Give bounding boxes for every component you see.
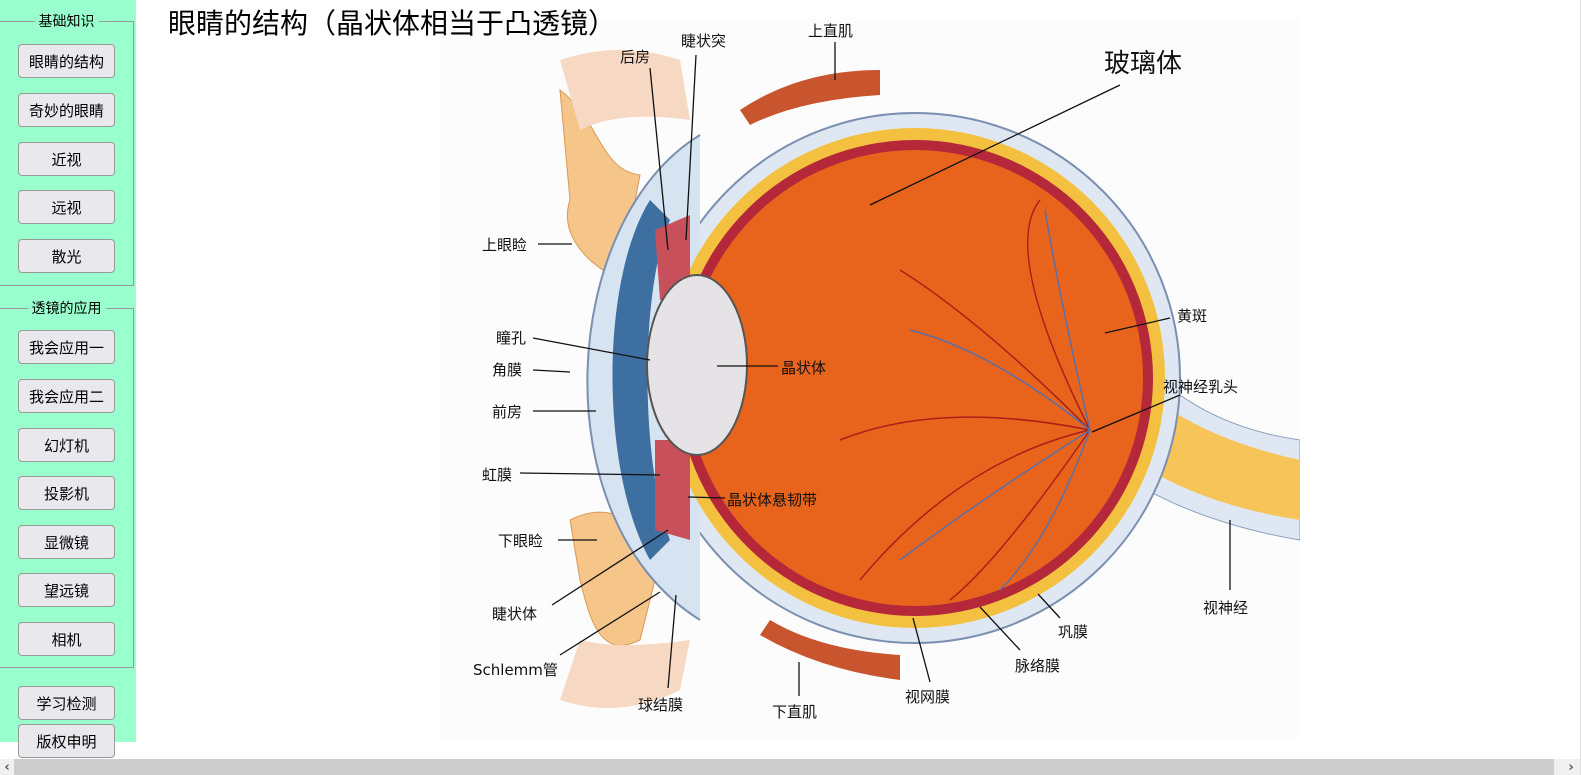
group-legend: 基础知识 [38,14,95,30]
label-zonule: 晶状体悬韧带 [727,491,818,509]
horizontal-scrollbar[interactable]: ‹ › [0,759,1580,775]
sidebar: 基础知识 眼睛的结构 奇妙的眼睛 近视 远视 散光 透镜的应用 我会应用一 我会… [0,0,136,742]
label-upper-eyelid: 上眼睑 [482,236,528,254]
nav-button-slide-projector[interactable]: 幻灯机 [18,428,115,462]
label-conjunctiva: 球结膜 [638,696,684,714]
label-anterior-chamber: 前房 [492,403,523,421]
nav-button-myopia[interactable]: 近视 [18,142,115,176]
label-optic-disc: 视神经乳头 [1163,378,1239,396]
label-lens: 晶状体 [781,359,827,377]
nav-button-eye-structure[interactable]: 眼睛的结构 [18,44,115,78]
scroll-left-arrow-icon[interactable]: ‹ [4,759,10,775]
label-pupil: 瞳孔 [496,329,527,347]
label-cornea: 角膜 [492,361,523,379]
scrollbar-thumb[interactable] [14,759,1554,775]
label-sclera: 巩膜 [1058,623,1089,641]
nav-button-camera[interactable]: 相机 [18,622,115,656]
nav-button-apply-1[interactable]: 我会应用一 [18,330,115,364]
group-basic-knowledge: 基础知识 [0,11,134,286]
nav-button-quiz[interactable]: 学习检测 [18,686,115,720]
label-inferior-rectus: 下直肌 [772,703,818,721]
page-title: 眼睛的结构（晶状体相当于凸透镜） [168,7,617,40]
nav-button-copyright[interactable]: 版权申明 [18,724,115,758]
label-schlemm-canal: Schlemm管 [473,661,558,679]
label-retina: 视网膜 [905,688,951,706]
label-macula: 黄斑 [1177,307,1208,325]
scroll-right-arrow-icon[interactable]: › [1568,759,1574,775]
label-iris: 虹膜 [482,466,513,484]
label-lower-eyelid: 下眼睑 [498,532,544,550]
label-ciliary-process: 睫状突 [681,32,727,50]
label-vitreous: 玻璃体 [1104,49,1183,79]
label-superior-rectus: 上直肌 [808,22,854,40]
label-optic-nerve: 视神经 [1203,599,1249,617]
nav-button-hyperopia[interactable]: 远视 [18,190,115,224]
eye-illustration [519,42,1301,708]
nav-button-telescope[interactable]: 望远镜 [18,573,115,607]
label-ciliary-body: 睫状体 [492,605,538,623]
eye-diagram: 后房 睫状突 上直肌 玻璃体 上眼睑 黄斑 瞳孔 晶状体 视神经乳头 角膜 前房… [440,18,1301,738]
nav-button-apply-2[interactable]: 我会应用二 [18,379,115,413]
nav-button-projector[interactable]: 投影机 [18,476,115,510]
group-lens-applications: 透镜的应用 [0,298,134,668]
nav-button-amazing-eye[interactable]: 奇妙的眼睛 [18,93,115,127]
nav-button-microscope[interactable]: 显微镜 [18,525,115,559]
label-choroid: 脉络膜 [1015,657,1061,675]
label-posterior-chamber: 后房 [620,48,651,66]
group-legend: 透镜的应用 [31,301,102,317]
nav-button-astigmatism[interactable]: 散光 [18,239,115,273]
